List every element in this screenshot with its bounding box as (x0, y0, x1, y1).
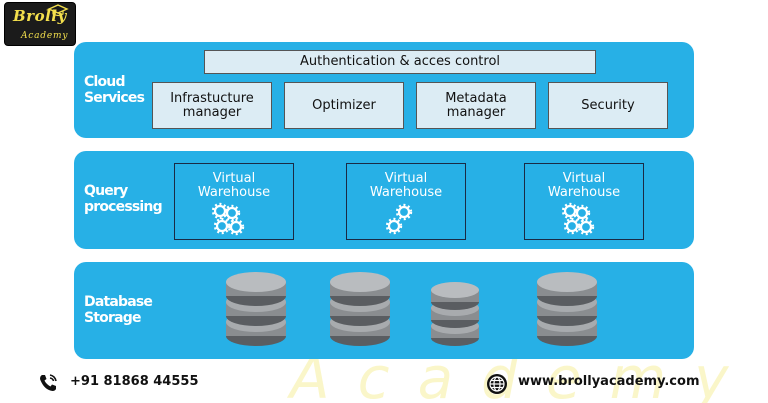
query-processing-layer: Query processing Virtual Warehouse Virtu… (74, 151, 694, 249)
infrastructure-manager-box: Infrastucture manager (152, 82, 272, 129)
virtual-warehouse-3: Virtual Warehouse (524, 163, 644, 240)
phone-icon (40, 374, 57, 391)
graduation-cap-icon (47, 4, 69, 17)
logo-sub-text: Academy (21, 31, 69, 41)
security-box: Security (548, 82, 668, 129)
database-icon (537, 272, 597, 346)
database-icon (226, 272, 286, 346)
database-storage-layer: Database Storage (74, 262, 694, 359)
logo-brand-text: Brolly (13, 7, 67, 25)
cloud-services-label: Cloud Services (84, 74, 145, 106)
globe-icon (487, 374, 507, 394)
cloud-services-layer: Cloud Services Authentication & acces co… (74, 42, 694, 138)
virtual-warehouse-1: Virtual Warehouse (174, 163, 294, 240)
database-icon (330, 272, 390, 346)
footer-phone[interactable]: +91 81868 44555 (70, 374, 199, 389)
gears-icon (211, 202, 245, 236)
gears-icon (385, 203, 413, 235)
database-storage-label: Database Storage (84, 294, 153, 326)
query-processing-label: Query processing (84, 183, 163, 215)
brand-logo: Brolly Academy (4, 2, 76, 46)
gears-icon (561, 202, 595, 236)
auth-access-control-box: Authentication & acces control (204, 50, 596, 74)
metadata-manager-box: Metadata manager (416, 82, 536, 129)
database-icon (431, 282, 479, 346)
virtual-warehouse-2: Virtual Warehouse (346, 163, 466, 240)
footer-website[interactable]: www.brollyacademy.com (518, 374, 700, 389)
optimizer-box: Optimizer (284, 82, 404, 129)
